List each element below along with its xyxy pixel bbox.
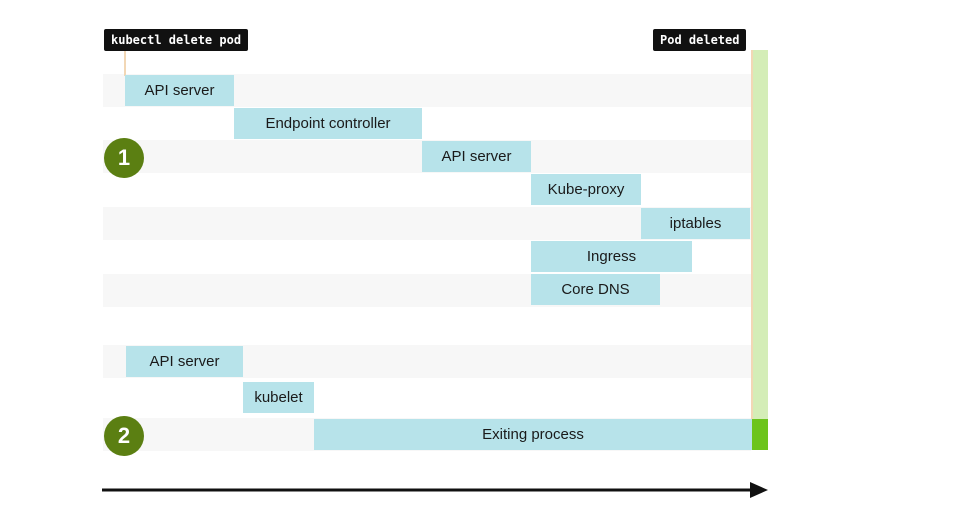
bar-kubelet: kubelet <box>243 382 314 413</box>
kubectl-delete-pod-tag: kubectl delete pod <box>104 29 249 51</box>
pod-deleted-tag: Pod deleted <box>653 29 747 51</box>
bar-endpoint-controller: Endpoint controller <box>234 108 422 139</box>
bar-iptables: iptables <box>641 208 750 239</box>
bar-core-dns: Core DNS <box>531 274 660 305</box>
bar-api-server-3: API server <box>126 346 243 377</box>
bar-kube-proxy: Kube-proxy <box>531 174 641 205</box>
bar-api-server-2: API server <box>422 141 531 172</box>
pod-deleted-band <box>751 50 768 420</box>
exit-marker <box>752 419 768 450</box>
bar-api-server-1: API server <box>125 75 234 106</box>
step-badge-1: 1 <box>104 138 144 178</box>
arrow-right-icon <box>102 482 768 498</box>
pod-deleted-line <box>751 50 753 420</box>
bar-exiting-process: Exiting process <box>314 419 752 450</box>
start-tick <box>124 51 126 76</box>
bar-ingress: Ingress <box>531 241 692 272</box>
step-badge-2: 2 <box>104 416 144 456</box>
